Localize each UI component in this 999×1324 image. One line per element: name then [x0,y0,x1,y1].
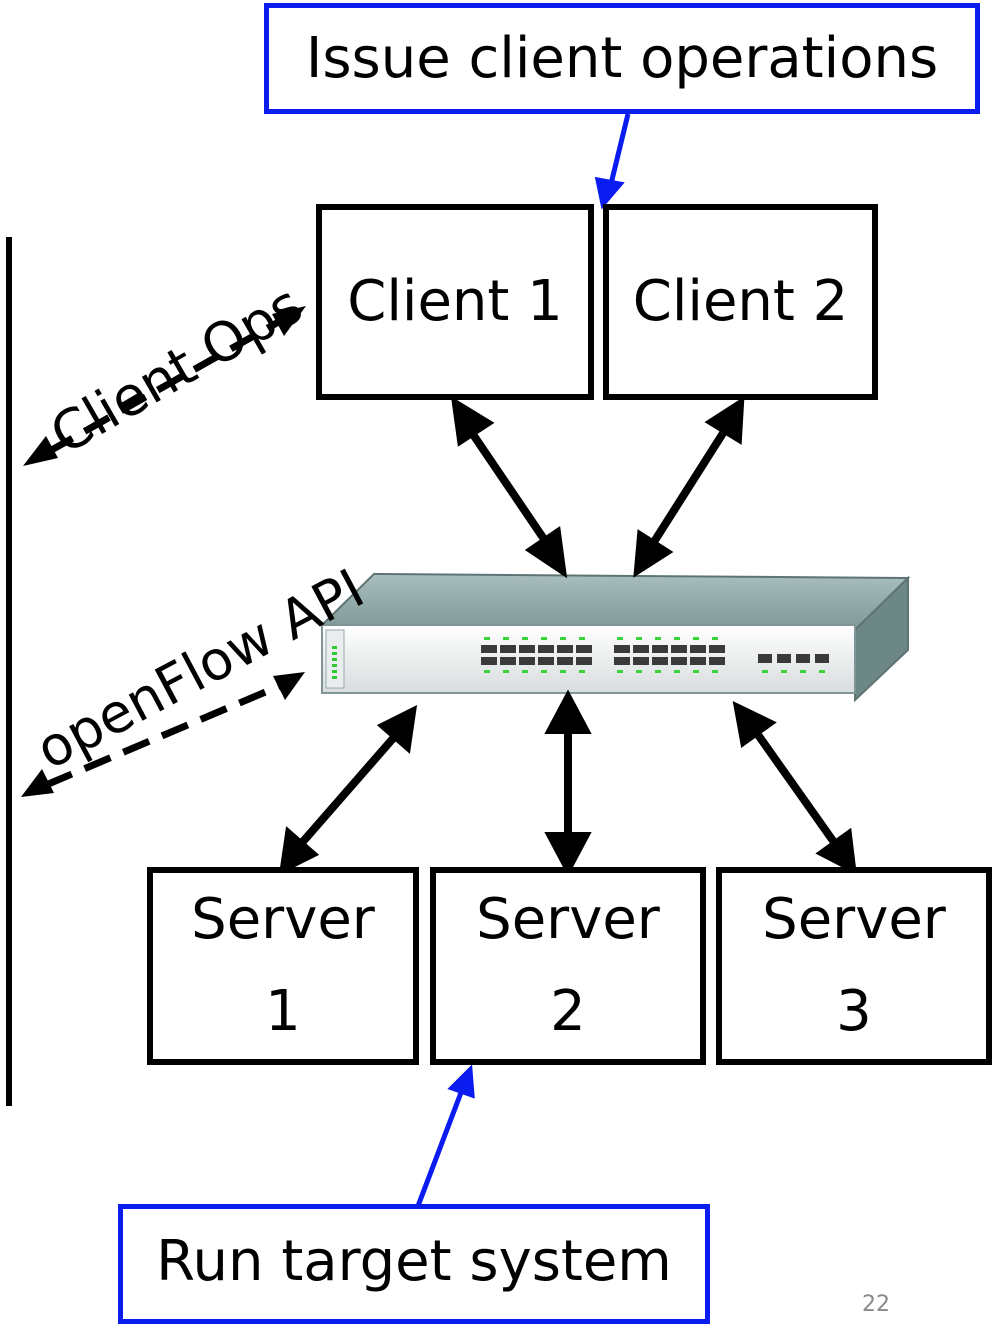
client-2-label: Client 2 [632,269,849,334]
server-1-box: Server 1 [147,867,419,1065]
server-1-label: Server [191,887,375,952]
client-1-label: Client 1 [347,269,563,334]
server-3-box: Server 3 [716,867,992,1065]
server-3-number: 3 [836,979,872,1044]
server-2-label: Server [476,887,660,952]
control-links [21,306,306,797]
server-2-box: Server 2 [430,867,706,1065]
server-2-number: 2 [550,979,586,1044]
callout-arrows [415,113,631,1207]
server-1-number: 1 [265,979,301,1044]
server-3-label: Server [762,887,946,952]
client-2-box: Client 2 [603,204,878,400]
network-links [278,396,857,877]
network-switch-icon [319,572,911,703]
page-number: 22 [862,1292,890,1317]
switch-ports [481,637,829,673]
client-1-box: Client 1 [316,204,594,400]
issue-client-ops-callout: Issue client operations [264,3,980,114]
run-target-system-callout: Run target system [118,1204,710,1324]
